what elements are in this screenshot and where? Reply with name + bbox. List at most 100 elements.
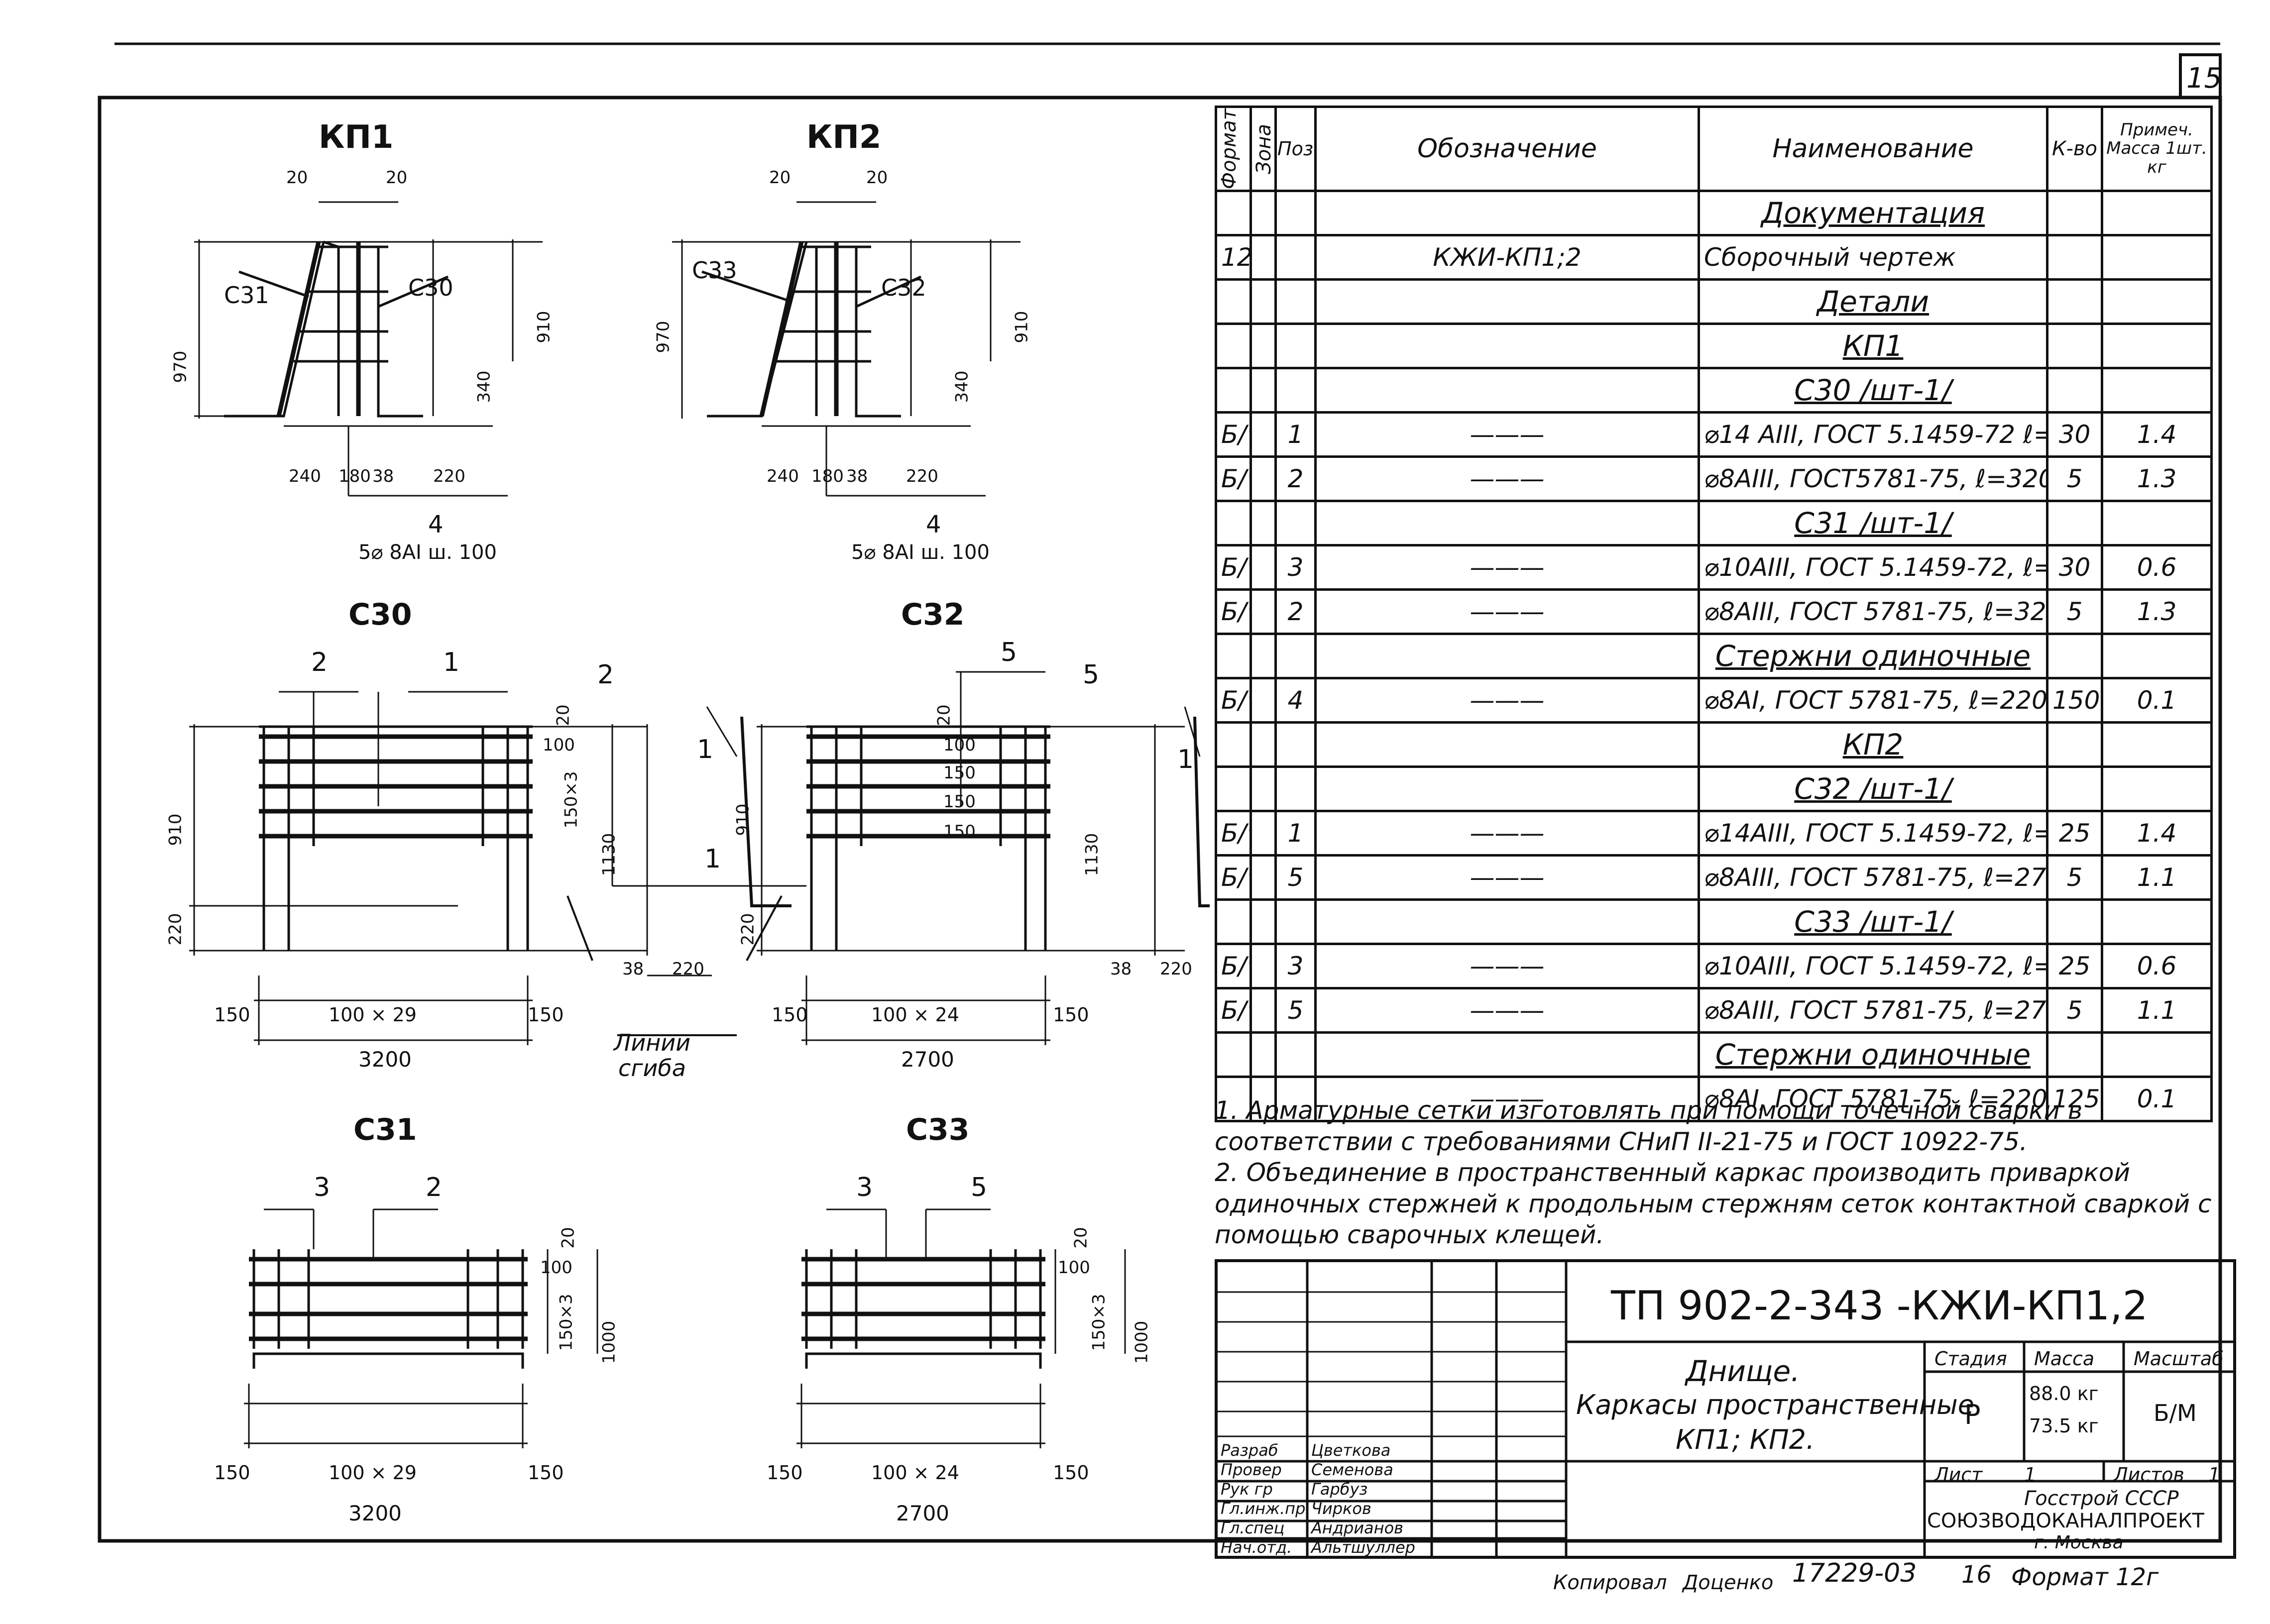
spec-cell-format <box>1215 898 1252 946</box>
spec-cell-note: 0.6 <box>2101 544 2213 591</box>
c30-dim-20: 20 <box>553 704 573 726</box>
spec-section-row: С32 /шт-1/ <box>1215 765 2213 813</box>
spec-cell-name: Сборочный чертеж <box>1698 234 2048 281</box>
signatory-role: Провер <box>1221 1460 1282 1479</box>
spec-cell-zone <box>1249 1031 1277 1079</box>
stage-label: Стадия <box>1934 1348 2007 1370</box>
signatory-role: Гл.инж.пр. <box>1221 1499 1311 1518</box>
kp1-dim-4: 4 <box>428 511 444 539</box>
signatory-role: Гл.спец <box>1221 1518 1285 1537</box>
spec-cell-zone <box>1249 721 1277 768</box>
spec-header-pos: Поз. <box>1274 105 1319 193</box>
sheets-label: Листов <box>2114 1464 2184 1486</box>
kp2-dim-top-left: 20 <box>769 168 791 188</box>
spec-cell-qty <box>2046 898 2103 946</box>
bottom-format: Формат 12г <box>2011 1563 2159 1591</box>
spec-cell-format <box>1215 323 1252 370</box>
kp2-dim-height: 970 <box>653 321 674 353</box>
spec-cell-format <box>1215 1031 1252 1079</box>
title-block-grid <box>1218 1262 2233 1556</box>
sheets-value: 1 <box>2208 1464 2221 1486</box>
c33-pos-right: 5 <box>971 1173 988 1202</box>
spec-cell-designation: ——— <box>1314 411 1700 458</box>
title-block: ТП 902-2-343 -КЖИ-КП1,2 Днище. Каркасы п… <box>1215 1259 2236 1559</box>
spec-cell-pos <box>1274 278 1317 325</box>
spec-cell-format: Б/Ч <box>1215 677 1252 724</box>
spec-cell-qty: 125 <box>2046 1076 2103 1123</box>
c32-dim-150-left: 150 <box>772 1004 808 1026</box>
spec-cell-pos: 3 <box>1274 943 1317 990</box>
spec-section-row: С31 /шт-1/ <box>1215 500 2213 547</box>
spec-cell-qty <box>2046 190 2103 237</box>
note-1: 1. Арматурные сетки изготовлять при помо… <box>1215 1096 2083 1156</box>
spec-cell-zone <box>1249 898 1277 946</box>
spec-cell-note <box>2101 765 2213 813</box>
spec-cell-designation: ——— <box>1314 854 1700 901</box>
spec-section-row: С30 /шт-1/ <box>1215 367 2213 414</box>
spec-cell-name: Детали <box>1698 278 2048 325</box>
spec-cell-name: С31 /шт-1/ <box>1698 500 2048 547</box>
c30-dim-spacing: 100 × 29 <box>329 1004 417 1026</box>
c31-dim-100: 100 <box>540 1258 572 1278</box>
kp2-rebar: 5⌀ 8АI ш. 100 <box>851 541 990 564</box>
spec-cell-pos: 1 <box>1274 810 1317 857</box>
kp1-dim-340: 340 <box>474 370 494 403</box>
spec-cell-designation <box>1314 278 1700 325</box>
spec-item-row: Б/Ч3———⌀10АIII, ГОСТ 5.1459-72, ℓ=100025… <box>1215 943 2213 990</box>
c32-dim-20: 20 <box>934 704 954 726</box>
spec-cell-zone <box>1249 854 1277 901</box>
spec-cell-zone <box>1249 411 1277 458</box>
spec-cell-qty: 30 <box>2046 411 2103 458</box>
spec-cell-zone <box>1249 588 1277 636</box>
spec-cell-designation <box>1314 898 1700 946</box>
c30-dim-100: 100 <box>543 735 575 755</box>
spec-cell-designation <box>1314 500 1700 547</box>
spec-cell-format: Б/Ч <box>1215 455 1252 503</box>
spec-cell-designation: ——— <box>1314 544 1700 591</box>
spec-cell-pos: 5 <box>1274 854 1317 901</box>
spec-cell-format <box>1215 367 1252 414</box>
c30-dim-150-right: 150 <box>528 1004 564 1026</box>
spec-header-zone: Зона <box>1249 105 1277 193</box>
spec-cell-pos <box>1274 898 1317 946</box>
spec-cell-qty: 150 <box>2046 677 2103 724</box>
sheet-label: Лист <box>1934 1464 1983 1486</box>
c30-dim-1130: 1130 <box>599 833 619 876</box>
kp1-dim-height: 970 <box>170 350 191 383</box>
kp2-dim-910: 910 <box>1012 311 1032 343</box>
spec-cell-format <box>1215 721 1252 768</box>
spec-cell-name: ⌀14 АIII, ГОСТ 5.1459-72 ℓ=1130 <box>1698 411 2048 458</box>
kp1-title: КП1 <box>319 119 394 156</box>
spec-cell-qty <box>2046 323 2103 370</box>
spec-cell-format: Б/Ч <box>1215 544 1252 591</box>
spec-section-row: С33 /шт-1/ <box>1215 898 2213 946</box>
spec-cell-note: 1.3 <box>2101 455 2213 503</box>
spec-header-designation: Обозначение <box>1314 105 1700 193</box>
c32-side-pos-bottom: 1 <box>1177 745 1194 774</box>
spec-cell-zone <box>1249 810 1277 857</box>
spec-cell-name: ⌀8АI, ГОСТ 5781-75, ℓ=220÷390 <box>1698 677 2048 724</box>
spec-cell-qty <box>2046 367 2103 414</box>
spec-cell-name: С30 /шт-1/ <box>1698 367 2048 414</box>
c33-dim-150x3: 150×3 <box>1089 1294 1109 1351</box>
doc-title-line3: КП1; КП2. <box>1676 1424 1815 1455</box>
kp2-dim-240: 240 <box>767 466 799 486</box>
spec-cell-zone <box>1249 278 1277 325</box>
spec-cell-pos: 1 <box>1274 411 1317 458</box>
c32-mid-label: 1 <box>704 844 721 874</box>
spec-cell-pos <box>1274 500 1317 547</box>
spec-cell-note <box>2101 323 2213 370</box>
spec-cell-designation <box>1314 190 1700 237</box>
spec-cell-name: ⌀8АIII, ГОСТ 5781-75, ℓ=2700 <box>1698 987 2048 1034</box>
spec-section-row: КП2 <box>1215 721 2213 768</box>
spec-cell-note: 0.1 <box>2101 677 2213 724</box>
c30-dim-38: 38 <box>622 959 644 979</box>
spec-cell-name: ⌀14АIII, ГОСТ 5.1459-72, ℓ=1130 <box>1698 810 2048 857</box>
spec-header-row: Формат Зона Поз. Обозначение Наименовани… <box>1215 105 2213 193</box>
org-line3: г. Москва <box>2034 1532 2124 1553</box>
spec-cell-format: Б/Ч <box>1215 943 1252 990</box>
c32-dim-150-right: 150 <box>1053 1004 1089 1026</box>
kp2-dim-340: 340 <box>952 370 972 403</box>
